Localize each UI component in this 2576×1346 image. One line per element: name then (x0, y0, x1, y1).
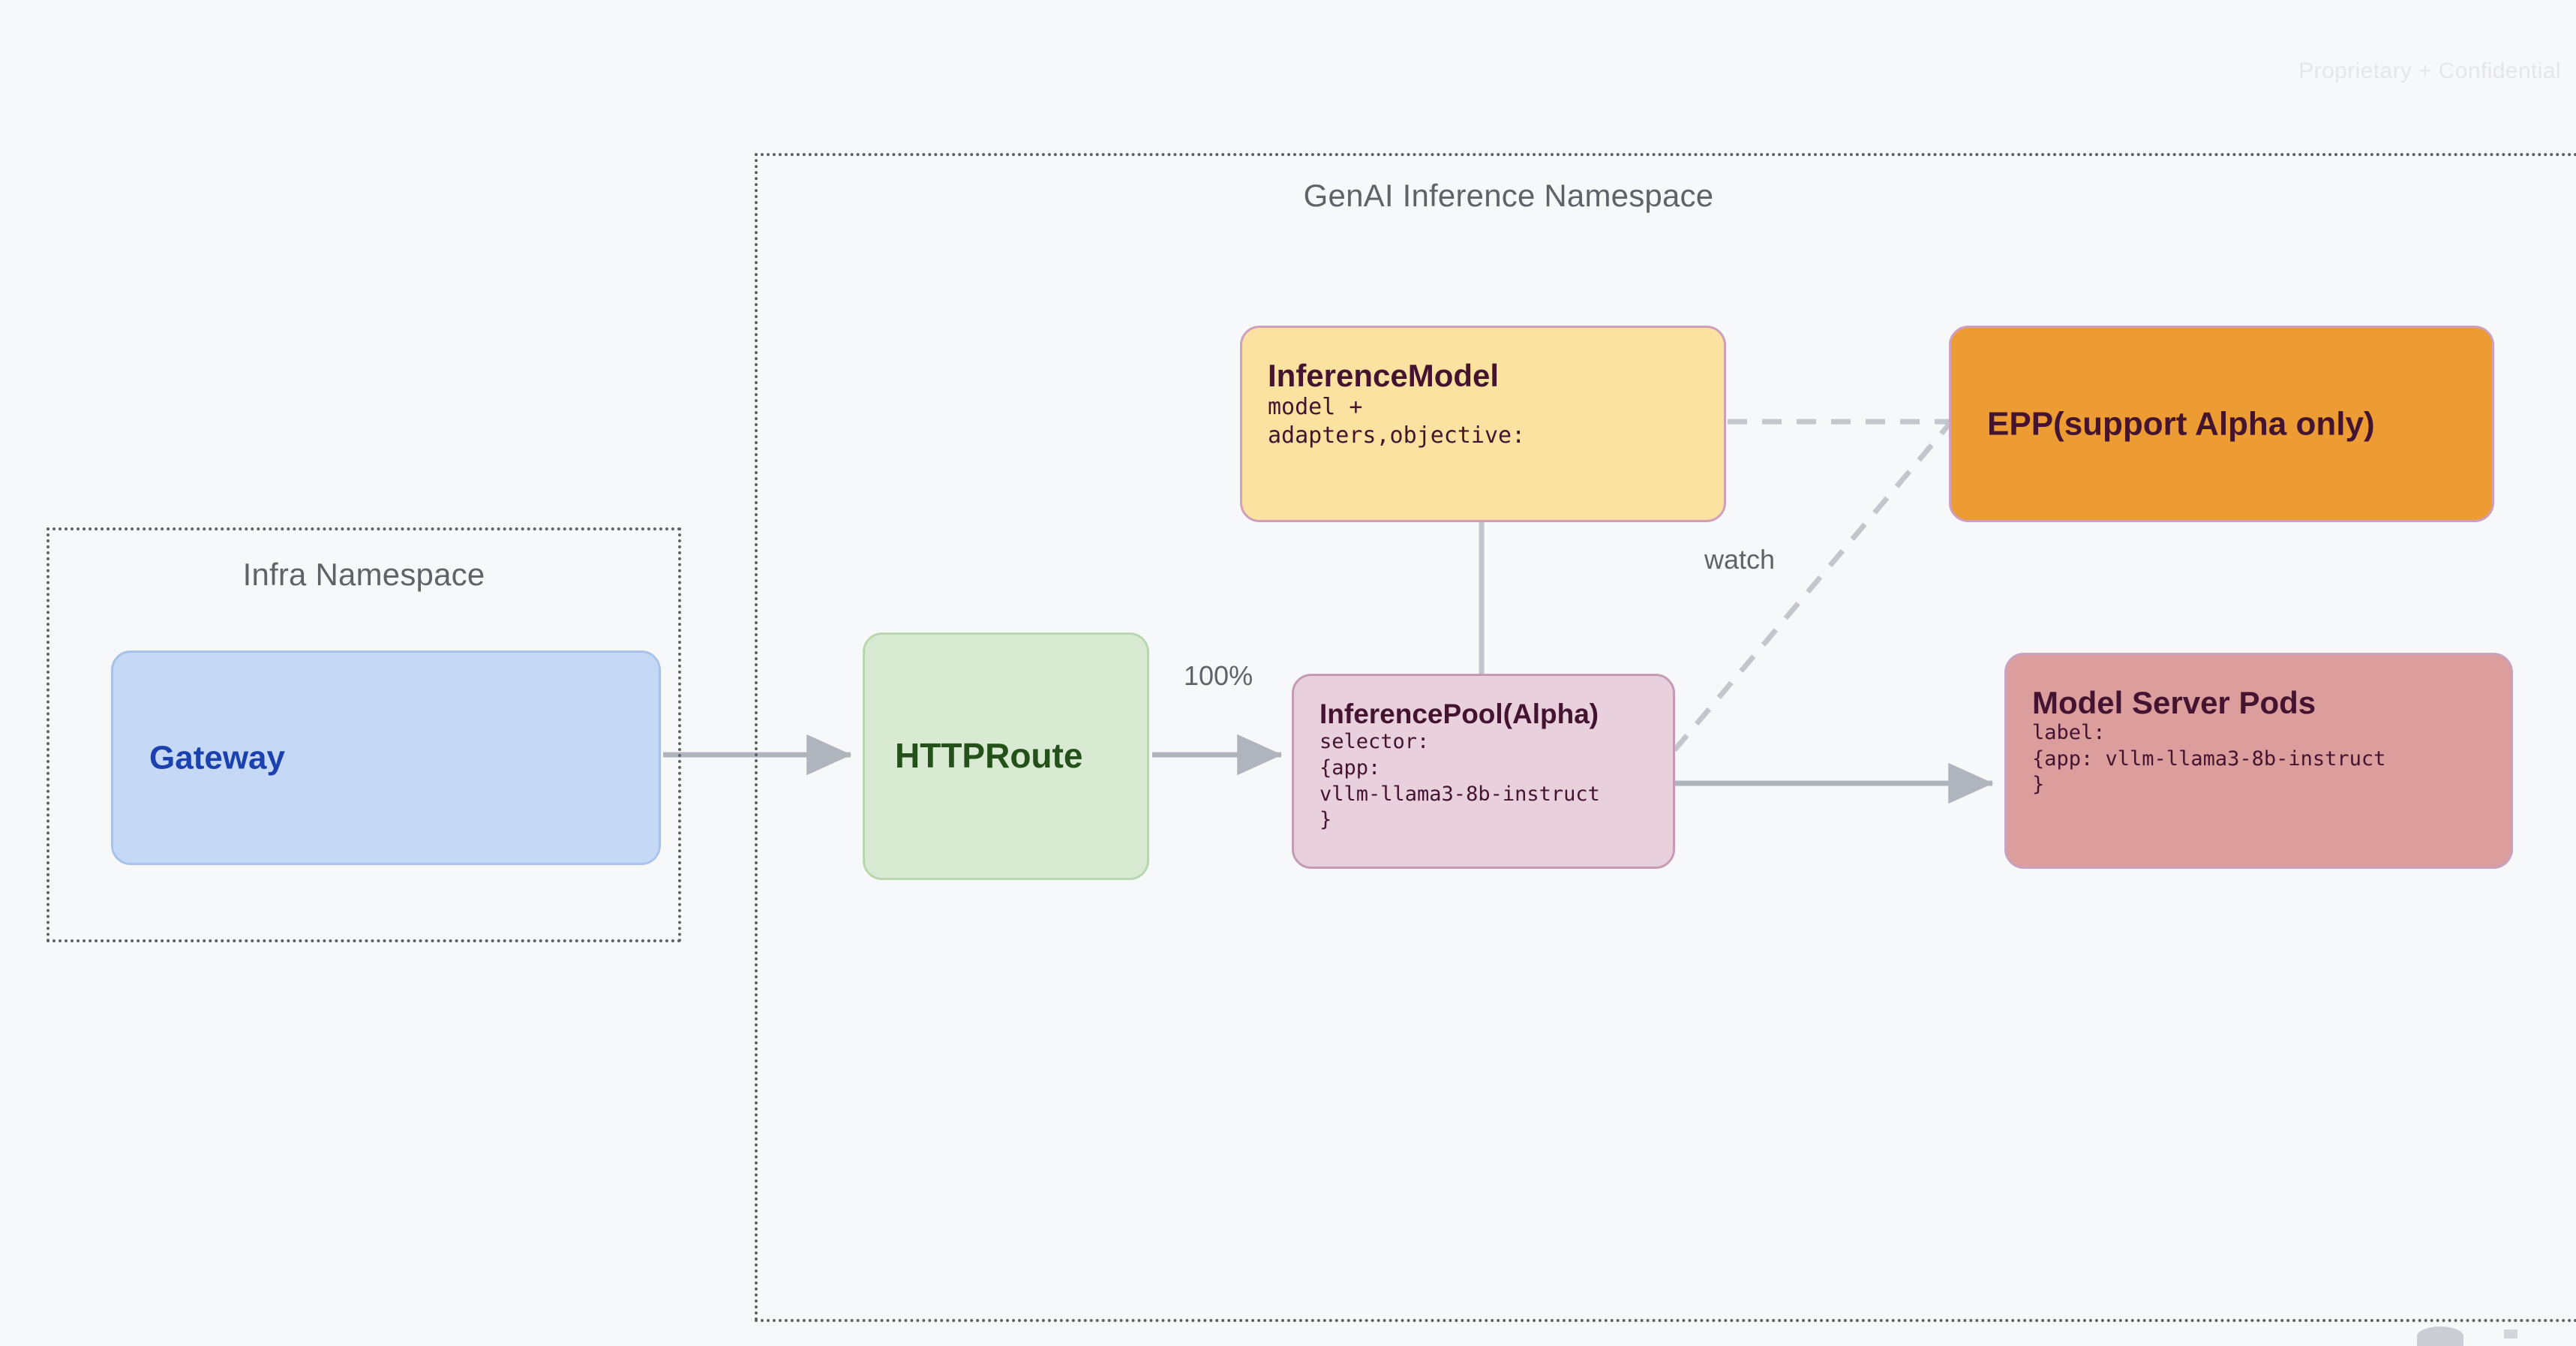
namespace-infra (47, 527, 681, 942)
cropped-artifact (2417, 1326, 2463, 1346)
node-inference-model-content: InferenceModel model + adapters,objectiv… (1242, 358, 1724, 451)
edge-label-traffic-weight: 100% (1184, 660, 1253, 691)
node-gateway-title: Gateway (149, 739, 285, 777)
node-inference-model[interactable]: InferenceModel model + adapters,objectiv… (1240, 326, 1726, 522)
cropped-artifact-secondary (2504, 1329, 2517, 1338)
edge-label-watch: watch (1704, 544, 1776, 575)
node-gateway[interactable]: Gateway (111, 650, 661, 865)
node-inference-pool-title: InferencePool(Alpha) (1320, 699, 1599, 729)
node-epp-content: EPP(support Alpha only) (1951, 405, 2492, 442)
node-gateway-content: Gateway (113, 739, 659, 776)
node-model-server-pods-title: Model Server Pods (2032, 685, 2316, 720)
node-epp-title: EPP(support Alpha only) (1987, 405, 2375, 443)
node-inference-model-title: InferenceModel (1268, 358, 1500, 393)
namespace-genai (755, 153, 2576, 1322)
node-inference-pool-detail-2: {app: (1320, 756, 1381, 780)
node-inference-pool-detail-1: selector: (1320, 730, 1430, 754)
node-epp[interactable]: EPP(support Alpha only) (1949, 326, 2494, 522)
node-httproute-content: HTTPRoute (865, 737, 1147, 776)
node-httproute-title: HTTPRoute (895, 736, 1083, 776)
node-inference-pool-content: InferencePool(Alpha) selector: {app: vll… (1294, 699, 1673, 834)
namespace-genai-label: GenAI Inference Namespace (1303, 178, 1714, 213)
node-inference-pool-detail-4: } (1320, 808, 1332, 832)
node-model-server-pods[interactable]: Model Server Pods label: {app: vllm-llam… (2004, 653, 2513, 869)
node-inference-pool[interactable]: InferencePool(Alpha) selector: {app: vll… (1292, 674, 1675, 869)
node-model-server-pods-content: Model Server Pods label: {app: vllm-llam… (2007, 685, 2511, 798)
node-model-server-pods-detail-3: } (2032, 773, 2045, 797)
confidential-notice: Proprietary + Confidential (2298, 59, 2561, 83)
node-model-server-pods-detail-2: {app: vllm-llama3-8b-instruct (2032, 747, 2386, 771)
node-model-server-pods-detail-1: label: (2032, 721, 2106, 745)
node-httproute[interactable]: HTTPRoute (863, 632, 1149, 880)
node-inference-model-detail-2: adapters,objective: (1268, 422, 1526, 449)
node-inference-pool-detail-3: vllm-llama3-8b-instruct (1320, 782, 1600, 806)
node-inference-model-detail-1: model + (1268, 394, 1363, 421)
namespace-infra-label: Infra Namespace (242, 557, 485, 592)
